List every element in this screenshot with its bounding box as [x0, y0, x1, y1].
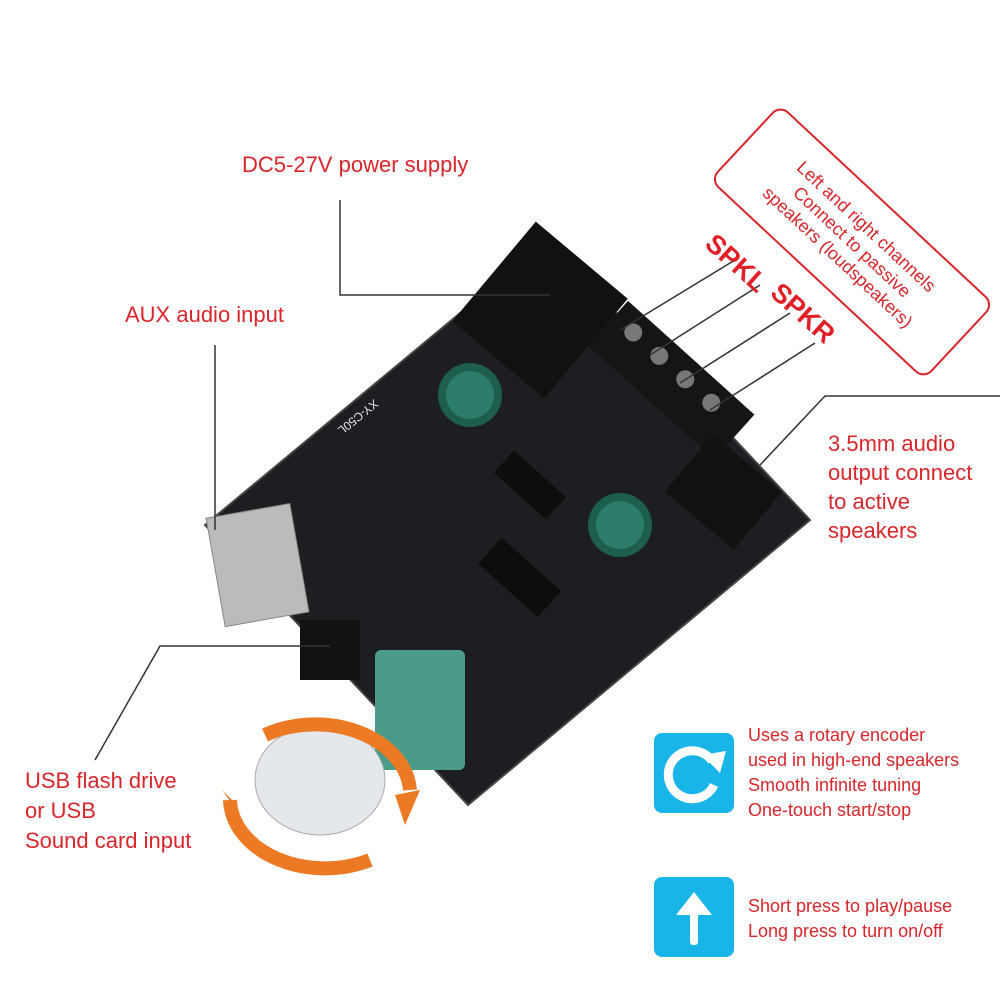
arrow-up-icon — [654, 877, 734, 957]
output-line: speakers — [828, 518, 918, 543]
feature-line: used in high-end speakers — [748, 750, 960, 770]
feature-line: Uses a rotary encoder — [748, 725, 926, 745]
usb-line: USB flash drive — [25, 768, 177, 793]
output-line: output connect — [828, 460, 973, 485]
usb-line: or USB — [25, 798, 96, 823]
feature-line: Long press to turn on/off — [748, 921, 943, 941]
rotate-icon — [654, 733, 734, 813]
usb-line: Sound card input — [25, 828, 192, 853]
output-line: 3.5mm audio — [828, 431, 956, 456]
aux-input-label: AUX audio input — [125, 302, 284, 327]
power-supply-label: DC5-27V power supply — [242, 152, 469, 177]
feature-line: One-touch start/stop — [748, 800, 912, 820]
feature-line: Smooth infinite tuning — [748, 775, 922, 795]
feature-line: Short press to play/pause — [748, 896, 953, 916]
output-line: to active — [828, 489, 910, 514]
